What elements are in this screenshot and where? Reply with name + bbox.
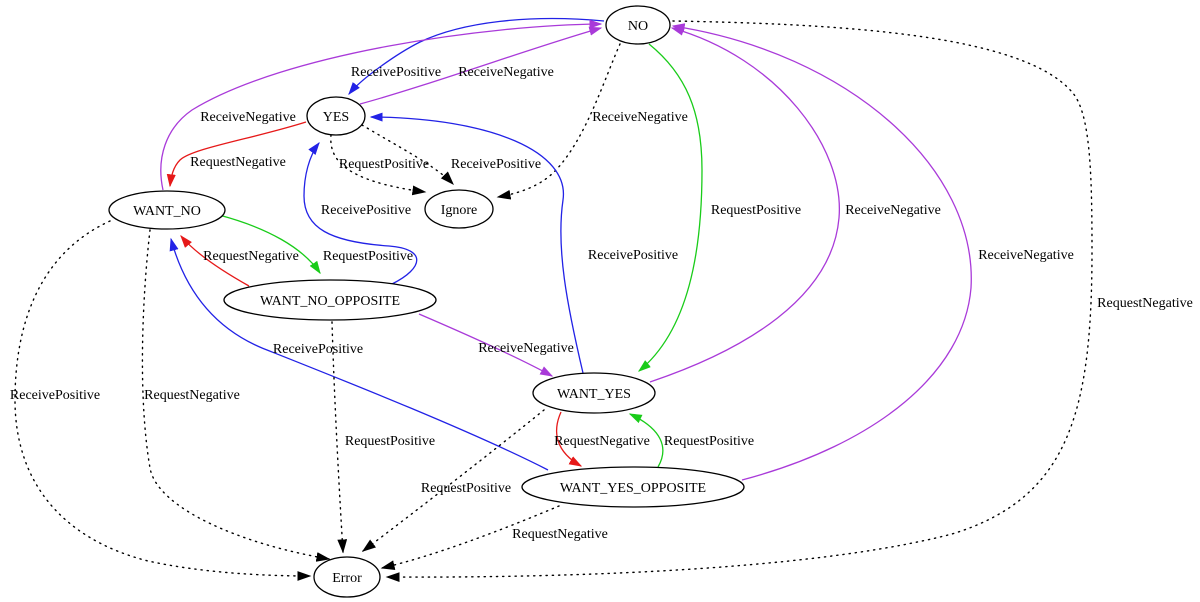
edge-want-no-opposite-yes: ReceivePositive — [303, 141, 418, 285]
edge-label: RequestPositive — [339, 157, 429, 172]
edge-no-yes: ReceivePositive — [348, 17, 605, 96]
node-want-yes: WANT_YES — [532, 372, 656, 414]
edge-line-receive-positive — [348, 17, 605, 96]
edge-label: ReceivePositive — [351, 65, 441, 80]
node-ellipse — [605, 5, 671, 45]
edge-yes-no: ReceiveNegative — [359, 26, 603, 105]
node-ellipse — [313, 556, 381, 598]
edge-label: ReceivePositive — [588, 248, 678, 263]
edge-line-request-positive — [628, 413, 664, 468]
node-label: WANT_NO_OPPOSITE — [260, 294, 400, 309]
edge-line-receive-positive — [14, 220, 312, 581]
edge-label: RequestPositive — [323, 249, 413, 264]
edge-want-no-want-no-opposite: RequestPositive — [218, 214, 413, 275]
edge-label: ReceiveNegative — [458, 65, 554, 80]
node-ellipse — [424, 189, 494, 229]
edge-want-no-opposite-want-yes: ReceiveNegative — [418, 313, 574, 377]
edge-line-receive-negative — [649, 26, 840, 383]
edge-label: ReceivePositive — [10, 388, 100, 403]
node-ellipse — [223, 279, 437, 321]
edge-line-receive-positive — [303, 141, 418, 285]
edge-yes-ignore-request: RequestPositive — [330, 134, 429, 196]
edge-want-yes-want-yes-opposite: RequestNegative — [554, 411, 650, 467]
edge-no-ignore: ReceiveNegative — [496, 43, 688, 200]
node-ellipse — [306, 96, 366, 136]
edge-label: RequestNegative — [1097, 296, 1193, 311]
edge-label: RequestNegative — [144, 388, 240, 403]
node-ellipse — [521, 466, 745, 508]
node-label: WANT_NO — [133, 204, 201, 219]
edge-label: ReceiveNegative — [478, 341, 574, 356]
node-no: NO — [605, 5, 671, 45]
edge-want-no-error-receive: ReceivePositive — [10, 220, 312, 581]
edge-want-no-no: ReceiveNegative — [160, 19, 603, 191]
edge-line-receive-positive — [169, 237, 549, 471]
edge-line-request-negative — [166, 121, 307, 188]
node-ellipse — [108, 190, 226, 230]
node-ignore: Ignore — [424, 189, 494, 229]
edge-line-receive-negative — [359, 26, 603, 105]
edge-line-request-positive — [361, 409, 545, 552]
edge-want-yes-yes: ReceivePositive — [369, 112, 678, 374]
edge-line-request-positive — [331, 321, 348, 554]
edge-label: ReceiveNegative — [592, 110, 688, 125]
node-label: WANT_YES — [557, 387, 631, 402]
edge-line-request-negative — [180, 235, 250, 287]
edge-want-yes-error: RequestPositive — [361, 409, 545, 552]
edge-label: RequestNegative — [554, 434, 650, 449]
edge-label: ReceivePositive — [273, 342, 363, 357]
edge-label: RequestPositive — [345, 434, 435, 449]
node-want-yes-opposite: WANT_YES_OPPOSITE — [521, 466, 745, 508]
edge-want-yes-opposite-error: RequestNegative — [380, 505, 608, 570]
node-label: YES — [323, 110, 349, 125]
edge-label: ReceiveNegative — [200, 110, 296, 125]
edge-want-no-opposite-want-no: RequestNegative — [180, 235, 299, 287]
edge-want-yes-opposite-no: ReceiveNegative — [671, 23, 1074, 481]
edge-label: ReceivePositive — [321, 203, 411, 218]
edge-line-receive-negative — [671, 23, 972, 481]
edge-line-request-negative — [141, 229, 331, 562]
node-label: Ignore — [441, 203, 478, 218]
edge-label: ReceivePositive — [451, 157, 541, 172]
node-want-no: WANT_NO — [108, 190, 226, 230]
edge-no-want-yes: RequestPositive — [637, 43, 801, 372]
node-label: WANT_YES_OPPOSITE — [560, 481, 706, 496]
edge-line-receive-positive — [369, 112, 584, 374]
edge-yes-want-no: RequestNegative — [166, 121, 307, 188]
edge-label: RequestNegative — [512, 527, 608, 542]
edge-line-receive-negative — [418, 313, 554, 377]
edge-label: RequestPositive — [421, 481, 511, 496]
edge-line-request-positive — [637, 43, 703, 372]
edge-label: ReceiveNegative — [845, 203, 941, 218]
node-label: NO — [628, 19, 648, 34]
node-ellipse — [532, 372, 656, 414]
edge-label: RequestNegative — [203, 249, 299, 264]
edge-label: ReceiveNegative — [978, 248, 1074, 263]
edge-line-request-positive — [218, 214, 321, 275]
node-label: Error — [332, 571, 362, 586]
edge-label: RequestPositive — [664, 434, 754, 449]
edge-line-request-positive — [330, 134, 427, 196]
edge-no-error: RequestNegative — [385, 20, 1193, 582]
node-want-no-opposite: WANT_NO_OPPOSITE — [223, 279, 437, 321]
node-yes: YES — [306, 96, 366, 136]
edge-want-no-error-request: RequestNegative — [141, 229, 331, 562]
edge-yes-ignore-receive: ReceivePositive — [361, 124, 541, 186]
edge-line-receive-negative — [160, 19, 603, 191]
edge-want-yes-opposite-want-no: ReceivePositive — [169, 237, 549, 471]
edge-label: RequestPositive — [711, 203, 801, 218]
edge-line-receive-negative — [496, 43, 621, 200]
edge-label: RequestNegative — [190, 155, 286, 170]
edge-line-receive-positive — [361, 124, 454, 186]
edge-line-request-negative — [555, 411, 583, 467]
edge-want-yes-no: ReceiveNegative — [649, 26, 941, 383]
node-error: Error — [313, 556, 381, 598]
edge-want-no-opposite-error: RequestPositive — [331, 321, 435, 554]
edge-line-request-negative — [380, 505, 560, 570]
edge-want-yes-opposite-want-yes: RequestPositive — [628, 413, 754, 468]
